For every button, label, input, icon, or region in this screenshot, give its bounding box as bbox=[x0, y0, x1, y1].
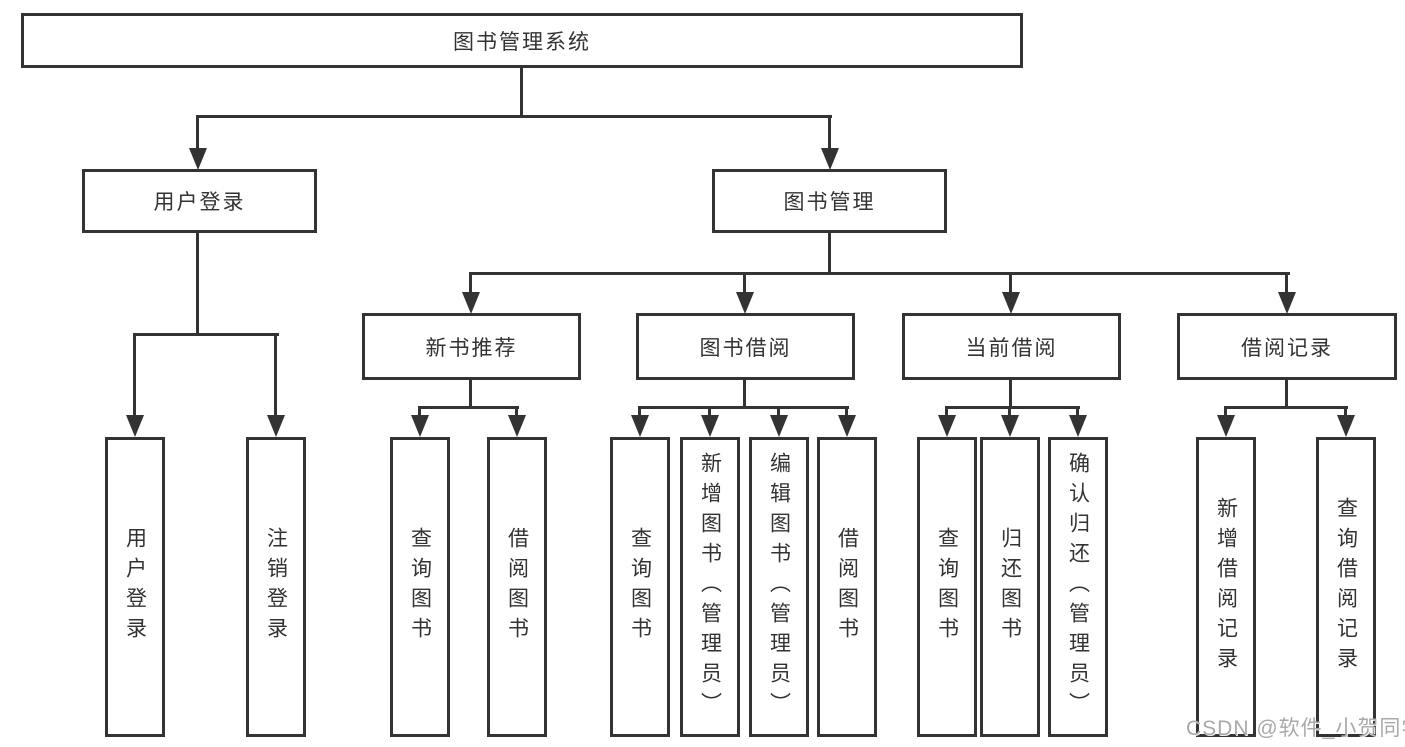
arrowhead-icon bbox=[508, 415, 526, 437]
connector-line bbox=[1344, 406, 1347, 418]
leaf-return-books: 归还图书 bbox=[980, 437, 1040, 737]
connector-line bbox=[743, 272, 746, 296]
node-label: 图书借阅 bbox=[699, 336, 792, 360]
node-label: 借阅记录 bbox=[1241, 336, 1333, 360]
arrowhead-icon bbox=[838, 415, 856, 437]
connector-line bbox=[196, 115, 199, 152]
connector-line bbox=[945, 406, 948, 418]
node-label: 查询借阅记录 bbox=[1334, 497, 1358, 677]
connector-line bbox=[1008, 406, 1011, 418]
connector-line bbox=[515, 406, 518, 418]
node-label: 确认归还（管理员） bbox=[1066, 452, 1090, 722]
connector-line bbox=[1224, 406, 1348, 409]
node-label: 用户登录 bbox=[123, 527, 147, 647]
arrowhead-icon bbox=[126, 415, 144, 437]
connector-line bbox=[469, 272, 472, 296]
node-label: 图书管理系统 bbox=[453, 30, 591, 54]
connector-line bbox=[133, 333, 279, 336]
connector-line bbox=[1224, 406, 1227, 418]
leaf-query-books-current: 查询图书 bbox=[917, 437, 977, 737]
node-root-library-system: 图书管理系统 bbox=[21, 13, 1023, 68]
connector-line bbox=[1009, 378, 1012, 409]
node-book-borrowing: 图书借阅 bbox=[636, 313, 855, 380]
connector-line bbox=[1285, 272, 1288, 296]
node-label: 查询图书 bbox=[408, 527, 432, 647]
leaf-edit-books-admin: 编辑图书（管理员） bbox=[749, 437, 809, 737]
node-label: 查询图书 bbox=[628, 527, 652, 647]
node-label: 借阅图书 bbox=[505, 527, 529, 647]
connector-line bbox=[520, 68, 523, 118]
leaf-query-borrow-record: 查询借阅记录 bbox=[1316, 437, 1376, 737]
arrowhead-icon bbox=[770, 415, 788, 437]
node-label: 当前借阅 bbox=[965, 336, 1058, 360]
connector-line bbox=[743, 378, 746, 409]
arrowhead-icon bbox=[1278, 292, 1296, 314]
node-label: 图书管理 bbox=[783, 191, 876, 214]
arrowhead-icon bbox=[1337, 415, 1355, 437]
node-label: 新增借阅记录 bbox=[1214, 497, 1238, 677]
node-borrowing-records: 借阅记录 bbox=[1177, 313, 1397, 380]
connector-line bbox=[197, 115, 832, 118]
connector-line bbox=[1285, 378, 1288, 409]
arrowhead-icon bbox=[189, 148, 207, 170]
leaf-query-books-recommend: 查询图书 bbox=[390, 437, 450, 737]
connector-line bbox=[828, 232, 831, 275]
node-book-management: 图书管理 bbox=[712, 169, 947, 233]
node-label: 用户登录 bbox=[153, 191, 246, 214]
connector-line bbox=[708, 406, 711, 418]
connector-line bbox=[196, 232, 199, 336]
arrowhead-icon bbox=[701, 415, 719, 437]
arrowhead-icon bbox=[267, 415, 285, 437]
arrowhead-icon bbox=[462, 292, 480, 314]
connector-line bbox=[418, 406, 519, 409]
connector-line bbox=[777, 406, 780, 418]
connector-line bbox=[133, 333, 136, 418]
connector-line bbox=[638, 406, 849, 409]
connector-line bbox=[418, 406, 421, 418]
connector-line bbox=[945, 406, 1080, 409]
leaf-query-books-borrowing: 查询图书 bbox=[610, 437, 670, 737]
node-new-book-recommend: 新书推荐 bbox=[362, 313, 581, 380]
leaf-add-borrow-record: 新增借阅记录 bbox=[1196, 437, 1256, 737]
node-label: 归还图书 bbox=[998, 527, 1022, 647]
node-label: 借阅图书 bbox=[835, 527, 859, 647]
arrowhead-icon bbox=[938, 415, 956, 437]
node-label: 新书推荐 bbox=[425, 336, 518, 360]
node-user-login: 用户登录 bbox=[82, 169, 317, 233]
connector-line bbox=[274, 333, 277, 418]
arrowhead-icon bbox=[631, 415, 649, 437]
connector-line bbox=[469, 378, 472, 409]
arrowhead-icon bbox=[1069, 415, 1087, 437]
arrowhead-icon bbox=[1217, 415, 1235, 437]
node-current-borrowing: 当前借阅 bbox=[902, 313, 1121, 380]
node-label: 查询图书 bbox=[935, 527, 959, 647]
connector-line bbox=[828, 115, 831, 152]
leaf-borrow-books: 借阅图书 bbox=[817, 437, 877, 737]
leaf-add-books-admin: 新增图书（管理员） bbox=[680, 437, 740, 737]
node-label: 编辑图书（管理员） bbox=[767, 452, 791, 722]
arrowhead-icon bbox=[821, 148, 839, 170]
arrowhead-icon bbox=[1002, 292, 1020, 314]
leaf-borrow-books-recommend: 借阅图书 bbox=[487, 437, 547, 737]
leaf-user-login: 用户登录 bbox=[105, 437, 165, 737]
node-label: 新增图书（管理员） bbox=[698, 452, 722, 722]
connector-line bbox=[1009, 272, 1012, 296]
csdn-watermark: CSDN @软件_小贺同学 bbox=[1186, 717, 1405, 740]
connector-line bbox=[638, 406, 641, 418]
connector-line bbox=[1076, 406, 1079, 418]
arrowhead-icon bbox=[1001, 415, 1019, 437]
leaf-confirm-return-admin: 确认归还（管理员） bbox=[1048, 437, 1108, 737]
node-label: 注销登录 bbox=[264, 527, 288, 647]
connector-line bbox=[845, 406, 848, 418]
connector-line bbox=[469, 272, 1290, 275]
leaf-logout: 注销登录 bbox=[246, 437, 306, 737]
arrowhead-icon bbox=[411, 415, 429, 437]
arrowhead-icon bbox=[736, 292, 754, 314]
